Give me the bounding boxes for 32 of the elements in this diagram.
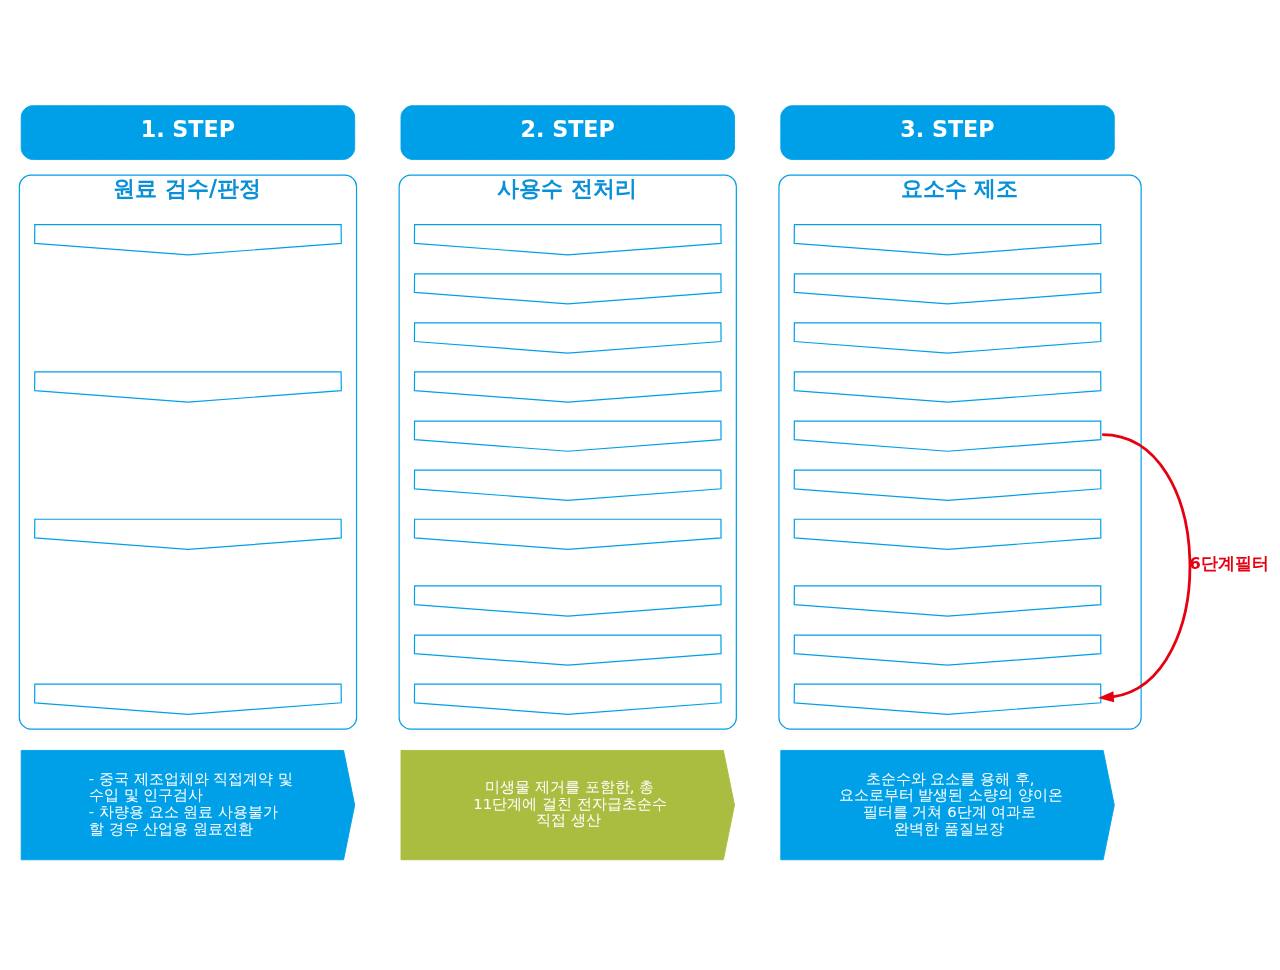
node-chevron (34, 683, 342, 715)
node-chevron (413, 584, 722, 617)
cluster: 원료 검수/판정 (18, 174, 358, 730)
node-chevron (793, 321, 1102, 354)
node-chevron (413, 321, 722, 354)
node-chevron (413, 419, 722, 452)
arrow (1098, 432, 1192, 702)
cluster: 요소수 제조 (778, 174, 1142, 730)
node-chevron (793, 584, 1102, 617)
node-chevron (793, 370, 1102, 403)
node-chevron (413, 469, 722, 501)
edge-label: 6단계필터 (1189, 553, 1269, 573)
node-chevron (34, 223, 342, 255)
node-box: 3. STEP (780, 104, 1115, 160)
node-chevron (413, 370, 722, 403)
node-chevron (793, 419, 1102, 452)
node-chevron (793, 272, 1102, 305)
node-chevron (793, 223, 1102, 255)
node-chevron (413, 223, 722, 255)
node-chevron (413, 518, 722, 550)
node-chevron (34, 518, 342, 550)
node-chevron (793, 683, 1102, 715)
node-chevron (413, 633, 722, 666)
node-box: 2. STEP (400, 104, 735, 160)
node-box: 1. STEP (20, 104, 356, 160)
node-chevron (413, 272, 722, 305)
cluster: 사용수 전처리 (398, 174, 737, 730)
node-chevron (413, 683, 722, 715)
node-chevron (793, 469, 1102, 501)
node-chevron (793, 518, 1102, 550)
node-chevron (793, 633, 1102, 666)
node-chevron (34, 370, 342, 403)
